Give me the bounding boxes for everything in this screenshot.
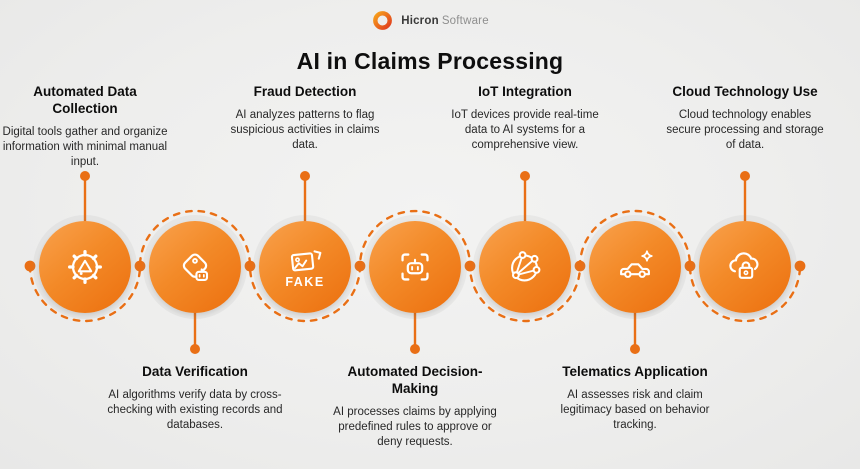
step-title: Fraud Detection <box>253 84 357 99</box>
step-text-automated-decision-making: Automated Decision-Making AI processes c… <box>325 364 505 450</box>
gear-alert-icon <box>68 250 102 284</box>
node-dot <box>244 260 256 272</box>
stem-dot <box>740 171 750 181</box>
step-text-telematics-application: Telematics Application AI assesses risk … <box>545 364 725 433</box>
step-title: Automated Decision-Making <box>347 364 483 396</box>
node-dot <box>134 260 146 272</box>
step-title: Cloud Technology Use <box>672 84 818 99</box>
step-description: Digital tools gather and organize inform… <box>2 125 168 169</box>
step-description: AI assesses risk and claim legitimacy ba… <box>560 388 710 432</box>
step-circle-automated-data-collection <box>39 221 131 313</box>
node-dot <box>794 260 806 272</box>
step-circle-telematics-application <box>589 221 681 313</box>
weave-node-dots <box>24 260 806 272</box>
step-description: IoT devices provide real-time data to AI… <box>451 108 599 152</box>
fake-image-icon <box>290 250 322 272</box>
hicron-ring-icon <box>373 11 393 30</box>
node-dot <box>684 260 696 272</box>
node-dot <box>464 260 476 272</box>
stem-dot <box>520 171 530 181</box>
brand-name-light: Software <box>441 14 489 27</box>
stem-dot <box>300 171 310 181</box>
brand-name-bold: Hicron <box>401 14 439 27</box>
step-description: Cloud technology enables secure processi… <box>666 108 824 152</box>
stem-dots <box>80 171 750 354</box>
fake-stamp-label: FAKE <box>285 275 325 290</box>
tag-robot-icon <box>182 253 209 281</box>
step-text-iot-integration: IoT Integration IoT devices provide real… <box>440 84 610 153</box>
page-title: AI in Claims Processing <box>296 48 564 74</box>
weave-dashed-path <box>28 209 802 323</box>
step-description: AI algorithms verify data by cross-check… <box>107 388 283 432</box>
cloud-lock-icon <box>729 252 759 279</box>
node-dot <box>24 260 36 272</box>
stem-dot <box>410 344 420 354</box>
step-text-data-verification: Data Verification AI algorithms verify d… <box>105 364 285 433</box>
step-description: AI analyzes patterns to flag suspicious … <box>230 108 380 152</box>
stem-dot <box>630 344 640 354</box>
node-dot <box>354 260 366 272</box>
step-text-automated-data-collection: Automated Data Collection Digital tools … <box>0 84 170 170</box>
node-dot <box>574 260 586 272</box>
step-circle-automated-decision-making <box>369 221 461 313</box>
step-circle-data-verification <box>149 221 241 313</box>
step-title: Data Verification <box>142 364 248 379</box>
step-text-fraud-detection: Fraud Detection AI analyzes patterns to … <box>220 84 390 153</box>
robot-scan-icon <box>401 253 429 281</box>
step-title: Automated Data Collection <box>33 84 137 116</box>
step-circle-iot-integration <box>479 221 571 313</box>
step-title: IoT Integration <box>478 84 572 99</box>
step-title: Telematics Application <box>562 364 708 379</box>
car-sparkle-icon <box>620 250 653 278</box>
step-circle-fraud-detection: FAKE <box>259 221 351 313</box>
stem-dot <box>190 344 200 354</box>
step-circle-cloud-technology-use <box>699 221 791 313</box>
network-nodes-icon <box>511 251 541 282</box>
stem-dot <box>80 171 90 181</box>
step-text-cloud-technology-use: Cloud Technology Use Cloud technology en… <box>660 84 830 153</box>
step-description: AI processes claims by applying predefin… <box>333 405 497 449</box>
stem-lines <box>83 180 747 345</box>
